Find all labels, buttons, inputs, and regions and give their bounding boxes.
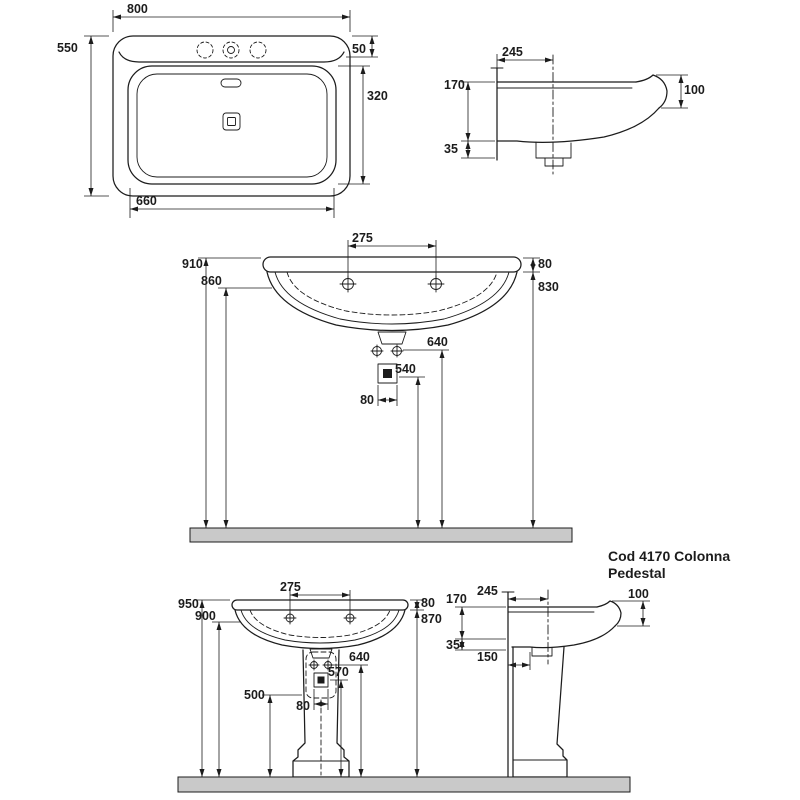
- dim-side-front-apron: 170: [444, 78, 465, 92]
- rim-front: [231, 599, 409, 611]
- dim-side-wall-to-outlet: 245: [502, 45, 523, 59]
- dim-ped-side-base-depth: 150: [477, 650, 498, 664]
- title-type: Pedestal: [608, 565, 666, 581]
- dim-ped-front-outlet-height: 640: [349, 650, 370, 664]
- bowl-underside: [511, 625, 616, 649]
- dim-ped-side-front-edge: 100: [628, 587, 649, 601]
- waste-outlet: [377, 331, 407, 345]
- dim-plan-basin-width: 660: [136, 194, 157, 208]
- bowl-underside: [496, 107, 660, 143]
- right-fixing-hole: [427, 275, 445, 293]
- waste-outlet: [309, 648, 333, 659]
- dim-plan-overall-depth: 550: [57, 41, 78, 55]
- pedestal-front-view: 275 950 900 80 870 640 570 500 80: [178, 580, 442, 778]
- dim-side-wall-lip: 35: [444, 142, 458, 156]
- dim-ped-side-wall-lip: 35: [446, 638, 460, 652]
- dim-ped-side-front-apron: 170: [446, 592, 467, 606]
- waste-outlet: [531, 646, 553, 657]
- tap-holes: [196, 41, 267, 59]
- dim-front-edge-height: 860: [201, 274, 222, 288]
- dim-plan-overall-width: 800: [127, 2, 148, 16]
- dim-front-underside-height: 830: [538, 280, 559, 294]
- dim-ped-front-edge-height: 900: [195, 609, 216, 623]
- waste-hole: [222, 112, 241, 131]
- basin-face: [266, 271, 518, 332]
- hidden-waste-recess: [305, 651, 337, 699]
- dim-ped-front-rim-thickness: 80: [421, 596, 435, 610]
- right-fixing-hole: [343, 611, 357, 625]
- dim-ped-front-trap-height: 570: [328, 665, 349, 679]
- left-fixing-hole: [339, 275, 357, 293]
- wall-hung-front-view: 275 910 860 80 830 640 540 80: [182, 231, 573, 543]
- dim-plan-basin-depth: 320: [367, 89, 388, 103]
- dim-ped-front-trap-width: 80: [296, 699, 310, 713]
- dim-front-outlet-height: 640: [427, 335, 448, 349]
- dim-ped-front-hole-centres: 275: [280, 580, 301, 594]
- dim-front-trap-height: 540: [395, 362, 416, 376]
- waste-outlet: [544, 157, 564, 167]
- rim-front: [262, 256, 522, 273]
- bolt-holes: [370, 344, 404, 358]
- basin-outline: [112, 35, 351, 197]
- bolt-holes: [308, 659, 334, 671]
- front-lip-profile: [635, 74, 668, 109]
- dim-ped-front-underside-height: 870: [421, 612, 442, 626]
- floor-line: [189, 527, 573, 543]
- plan-view: 800 550 50 320 660: [57, 2, 388, 218]
- basin-face: [234, 609, 406, 650]
- dim-front-rim-thickness: 80: [538, 257, 552, 271]
- trap-connection: [377, 363, 398, 384]
- dim-ped-side-wall-to-outlet: 245: [477, 584, 498, 598]
- overflow-slot: [220, 78, 242, 88]
- bowl-rim: [127, 65, 337, 185]
- pedestal-outline: [512, 646, 568, 778]
- floor-line: [177, 776, 631, 793]
- tap-deck-edge: [118, 51, 345, 63]
- dim-front-rim-height: 910: [182, 257, 203, 271]
- dim-ped-front-rim-height: 950: [178, 597, 199, 611]
- dim-front-hole-centres: 275: [352, 231, 373, 245]
- dim-side-front-edge: 100: [684, 83, 705, 97]
- title-code: Cod 4170 Colonna: [608, 548, 730, 564]
- bowl-inner: [136, 73, 328, 178]
- side-view: 245 170 35 100: [444, 45, 705, 175]
- dim-ped-front-pedestal-top-height: 500: [244, 688, 265, 702]
- product-title: Cod 4170 Colonna Pedestal: [608, 548, 730, 581]
- left-fixing-hole: [283, 611, 297, 625]
- dim-front-trap-width: 80: [360, 393, 374, 407]
- pedestal-side-view: 245 170 35 100 150: [446, 584, 650, 778]
- front-lip-profile: [596, 600, 622, 627]
- dim-plan-tap-deck: 50: [352, 42, 366, 56]
- trap-connection: [313, 672, 329, 688]
